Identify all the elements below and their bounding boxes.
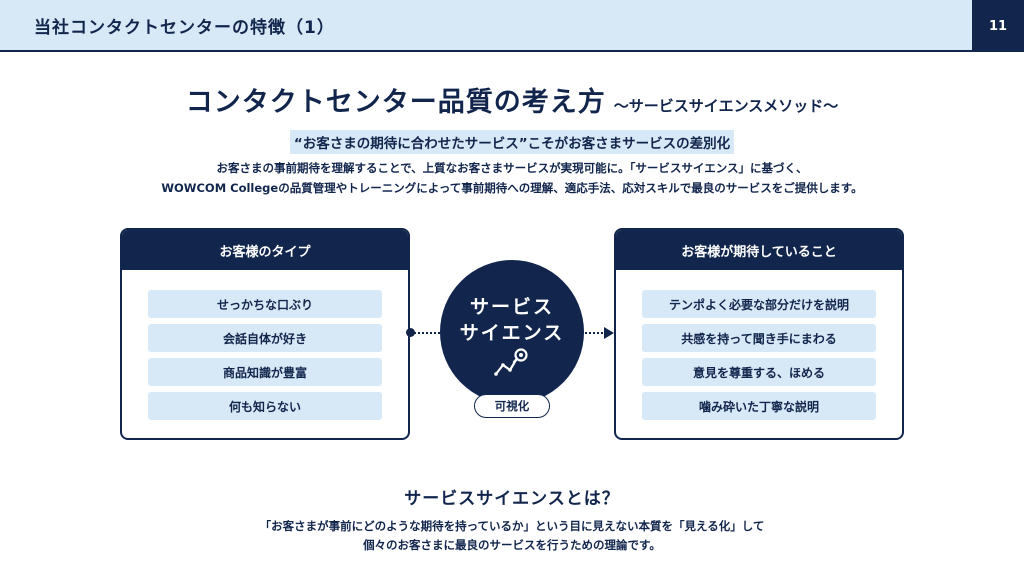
slide-header: 当社コンタクトセンターの特徴（1） 11	[0, 0, 1024, 52]
visualization-badge: 可視化	[474, 394, 550, 418]
left-connector-line	[410, 332, 440, 334]
customer-type-item: 会話自体が好き	[148, 324, 382, 352]
customer-type-panel: お客様のタイプ せっかちな口ぶり 会話自体が好き 商品知識が豊富 何も知らない	[120, 228, 410, 440]
customer-type-list: せっかちな口ぶり 会話自体が好き 商品知識が豊富 何も知らない	[122, 270, 408, 420]
customer-expectation-item: テンポよく必要な部分だけを説明	[642, 290, 876, 318]
main-title: コンタクトセンター品質の考え方〜サービスサイエンスメソッド〜	[0, 80, 1024, 119]
connector-arrow-icon	[604, 327, 614, 339]
customer-type-item: 商品知識が豊富	[148, 358, 382, 386]
right-connector-line	[582, 332, 606, 334]
page-number: 11	[972, 0, 1024, 52]
description-line-1: お客さまの事前期待を理解することで、上質なお客さまサービスが実現可能に。「サービ…	[216, 161, 808, 175]
highlight-wrap: “お客さまの期待に合わせたサービス”こそがお客さまサービスの差別化	[0, 130, 1024, 154]
definition-line-2: 個々のお客さまに最良のサービスを行うための理論です。	[363, 538, 661, 552]
highlight-text: “お客さまの期待に合わせたサービス”こそがお客さまサービスの差別化	[289, 130, 735, 154]
description-line-2: WOWCOM Collegeの品質管理やトレーニングによって事前期待への理解、適…	[161, 181, 863, 195]
customer-expectation-panel: お客様が期待していること テンポよく必要な部分だけを説明 共感を持って聞き手にま…	[614, 228, 904, 440]
customer-expectation-item: 意見を尊重する、ほめる	[642, 358, 876, 386]
main-subtitle: 〜サービスサイエンスメソッド〜	[613, 97, 839, 115]
circle-line-2: サイエンス	[459, 322, 565, 344]
definition-line-1: 「お客さまが事前にどのような期待を持っているか」という目に見えない本質を「見える…	[259, 519, 765, 533]
service-science-definition-title: サービスサイエンスとは？	[404, 489, 620, 509]
customer-expectation-item: 噛み砕いた丁寧な説明	[642, 392, 876, 420]
customer-expectation-list: テンポよく必要な部分だけを説明 共感を持って聞き手にまわる 意見を尊重する、ほめ…	[616, 270, 902, 420]
header-title: 当社コンタクトセンターの特徴（1）	[34, 18, 335, 38]
customer-type-item: せっかちな口ぶり	[148, 290, 382, 318]
customer-expectation-panel-title: お客様が期待していること	[616, 230, 902, 270]
customer-type-panel-title: お客様のタイプ	[122, 230, 408, 270]
circle-line-1: サービス	[469, 296, 554, 318]
customer-type-item: 何も知らない	[148, 392, 382, 420]
customer-expectation-item: 共感を持って聞き手にまわる	[642, 324, 876, 352]
chart-magnifier-icon	[494, 348, 528, 376]
service-science-circle: サービス サイエンス	[440, 260, 584, 404]
main-title-text: コンタクトセンター品質の考え方	[185, 87, 606, 118]
